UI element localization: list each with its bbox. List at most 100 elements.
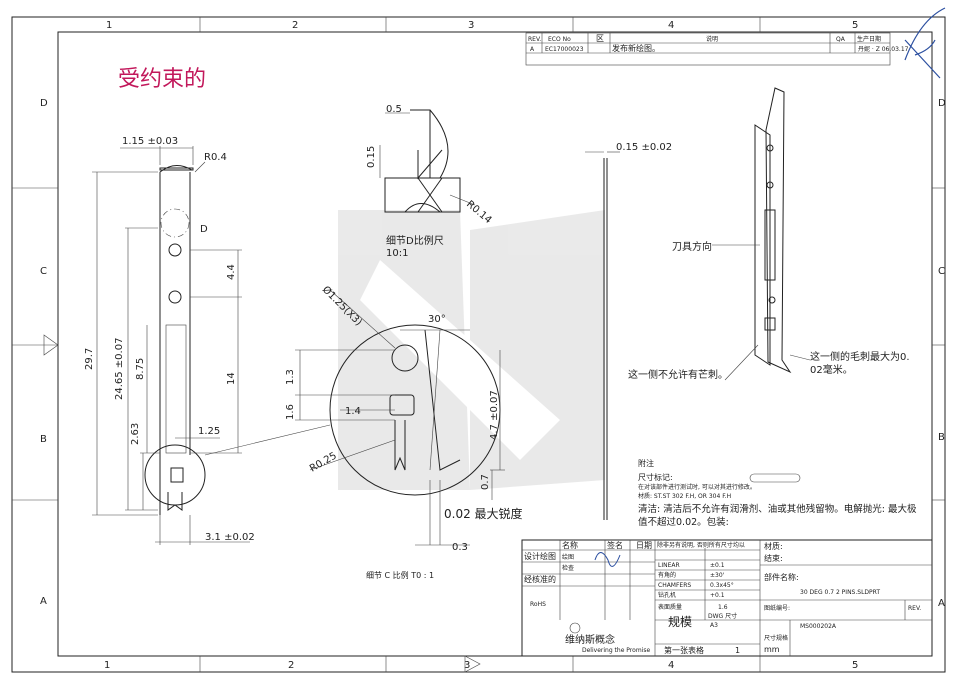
clean-note-2: 值不超过0.02。包装:: [638, 516, 729, 528]
rev-row-date: 丹妮 · Z 06.03.17: [858, 45, 909, 53]
burr-max-label-2: 02毫米。: [810, 363, 853, 376]
rev-header-zone: 区: [596, 34, 604, 43]
tb-angular: 有角的: [658, 571, 676, 579]
col-4-bottom: 4: [668, 660, 674, 671]
tb-finish-lbl: 结束:: [764, 553, 783, 563]
detail-c-caption: 细节 C 比例 T0 : 1: [366, 570, 434, 580]
tb-sheet-lbl: 第一张表格: [664, 645, 704, 655]
detail-d-view: [379, 109, 476, 213]
tb-col-name: 名称: [562, 540, 578, 550]
tb-chamfers: CHAMFERS: [658, 582, 691, 589]
dim-16: 1.6: [285, 404, 296, 420]
detail-d-callout: D: [200, 224, 208, 235]
row-b-right: B: [938, 432, 945, 443]
tb-linear: LINEAR: [658, 562, 680, 569]
dim-r014: R0.14: [464, 199, 493, 226]
marking-symbol: [749, 473, 801, 483]
dim-31: 3.1 ±0.02: [205, 532, 255, 543]
tb-col-date: 日期: [636, 541, 652, 550]
row-c-right: C: [938, 266, 945, 277]
row-d-left: D: [40, 98, 48, 109]
col-2-bottom: 2: [288, 660, 294, 671]
dim-015-detail: 0.15: [366, 146, 377, 168]
tb-angular-tol: ±30': [710, 572, 725, 579]
tb-drawn: 绘图: [562, 553, 574, 561]
tb-check: 检查: [562, 564, 574, 572]
tb-part-name-lbl: 部件名称:: [764, 572, 799, 582]
center-mark-bottom: [464, 655, 481, 673]
dim-03: 0.3: [452, 542, 468, 553]
dim-125: 1.25: [198, 426, 220, 437]
dim-13: 1.3: [285, 369, 296, 385]
dim-14-detail: 1.4: [345, 406, 361, 417]
dim-07: 0.7: [480, 474, 491, 490]
detail-c-view: [295, 289, 505, 546]
dim-44: 4.4: [226, 264, 237, 280]
col-1-top: 1: [106, 20, 112, 31]
tb-holes-tol: +0.1: [710, 592, 725, 599]
rev-row-rev: A: [530, 46, 535, 53]
rev-header-date: 生产日期: [857, 35, 881, 43]
row-d-right: D: [938, 98, 946, 109]
tb-col-sign: 签名: [607, 540, 623, 550]
no-burr-label: 这一侧不允许有芒刺。: [628, 368, 728, 381]
dim-thickness: 0.15 ±0.02: [616, 142, 672, 153]
notes-line-2: 在对该部件进行测试时, 可以对其进行修改。: [638, 483, 756, 491]
tb-design: 设计绘图: [524, 551, 556, 561]
iso-view: [712, 87, 811, 381]
detail-d-caption-1: 细节D比例尺: [386, 234, 444, 247]
rev-row-eco: EC17000023: [545, 46, 584, 53]
tb-scale-lbl: 规模: [668, 614, 692, 629]
tb-approved: 经核准的: [524, 574, 556, 584]
signature-scribble: [904, 7, 946, 79]
col-3-top: 3: [468, 20, 474, 31]
approval-signature: [594, 552, 621, 567]
revision-table: [525, 32, 891, 66]
dim-2465: 24.65 ±0.07: [114, 338, 125, 400]
dim-r025: R0.25: [308, 450, 339, 474]
center-mark-left: [43, 334, 59, 356]
dim-875: 8.75: [135, 358, 146, 380]
tb-unit: mm: [764, 645, 780, 654]
constrained-label: 受约束的: [118, 67, 206, 92]
dim-14: 14: [226, 372, 237, 385]
row-b-left: B: [40, 434, 47, 445]
dim-r04: R0.4: [204, 152, 227, 163]
tb-drawing-no: MS000202A: [800, 623, 837, 630]
tb-linear-tol: ±0.1: [710, 562, 725, 569]
edge-sharpness-note: 0.02 最大锐度: [444, 506, 523, 521]
rev-header-desc: 说明: [706, 35, 718, 43]
col-1-bottom: 1: [104, 660, 110, 671]
zone-ticks: [12, 17, 945, 672]
tb-part-name: 30 DEG 0.7 2 PINS.SLDPRT: [800, 589, 880, 596]
tb-chamfers-tol: 0.3x45°: [710, 582, 734, 589]
detail-d-caption-2: 10:1: [386, 248, 408, 259]
notes-line-1: 尺寸标记:: [638, 472, 673, 482]
col-5-top: 5: [852, 20, 858, 31]
notes-title: 附注: [638, 458, 654, 468]
company-logo-icon: [569, 622, 581, 634]
dim-width-115: 1.15 ±0.03: [122, 136, 178, 147]
dim-263: 2.63: [130, 423, 141, 445]
col-3-bottom: 3: [464, 660, 470, 671]
dim-angle-30: 30°: [428, 314, 446, 325]
title-block: [521, 539, 933, 657]
tb-material: 材质:: [764, 541, 783, 551]
col-4-top: 4: [668, 20, 674, 31]
tb-holes: 钻孔机: [658, 591, 676, 599]
outer-frame: [11, 16, 946, 673]
rev-header-eco: ECO No: [548, 36, 571, 43]
left-view-dims: [92, 146, 331, 545]
tb-rev-lbl: REV.: [908, 605, 921, 612]
row-a-right: A: [938, 598, 945, 609]
dim-47: 4.7 ±0.07: [489, 390, 500, 440]
tb-sheet-no: 1: [735, 646, 740, 655]
dim-05: 0.5: [386, 104, 402, 115]
tool-direction-label: 刀具方向: [672, 240, 712, 253]
tb-size: A3: [710, 622, 718, 629]
tb-company-sub: Delivering the Promise: [582, 647, 650, 654]
notes-line-3: 材质: ST.ST 302 F.H, OR 304 F.H: [638, 492, 731, 500]
burr-max-label-1: 这一侧的毛刺最大为0.: [810, 350, 910, 363]
row-a-left: A: [40, 596, 47, 607]
